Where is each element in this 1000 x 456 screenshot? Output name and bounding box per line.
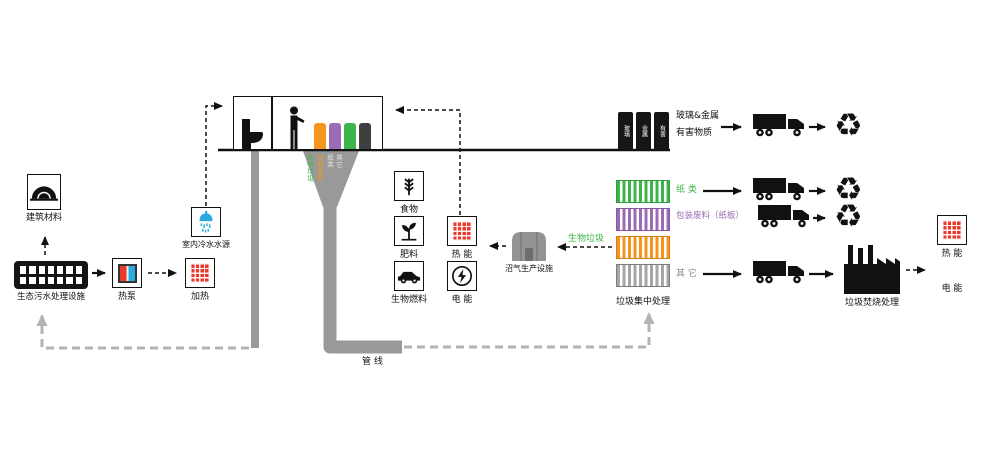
container-other <box>616 264 670 287</box>
pipeline-label: 管 线 <box>362 357 383 367</box>
fertilizer-label: 肥料 <box>399 250 418 260</box>
sewage-plant-icon <box>14 261 88 289</box>
chute-label-other: 其它 <box>334 154 343 168</box>
building-materials-icon-box <box>27 174 61 210</box>
packaging-label: 包装废料（纸板） <box>676 211 745 221</box>
dome-icon <box>30 185 58 201</box>
truck-icon <box>753 261 804 284</box>
recycle-icon: ♻ <box>834 197 863 235</box>
glass-bin-text: 玻璃 <box>622 124 630 137</box>
incineration-label: 垃圾焚烧处理 <box>844 298 899 308</box>
container-paper <box>616 180 670 203</box>
trash-bin-orange <box>314 123 326 149</box>
factory-icon <box>844 245 900 294</box>
paper-label: 纸 类 <box>676 185 697 195</box>
bio-waste-flow-label: 生物垃圾 <box>568 234 605 244</box>
biofuel-label: 生物燃料 <box>390 295 427 305</box>
radiator-icon <box>190 263 210 283</box>
truck-icon <box>753 114 804 137</box>
heat-energy-label: 热 能 <box>451 250 473 260</box>
biogas-plant-label: 沼气生产设施 <box>505 264 553 273</box>
coldwater-to-house-flow <box>205 102 223 206</box>
cold-water-label: 室内冷水水源 <box>182 240 230 249</box>
house-divider <box>271 97 273 149</box>
shower-icon <box>199 211 213 233</box>
fertilizer-icon-box <box>394 216 424 246</box>
chute-label-paper: 纸类 <box>325 154 334 168</box>
hazard-bin-text: 有害 <box>658 124 666 137</box>
pipe-to-collection <box>404 312 655 349</box>
collection-label: 垃圾集中处理 <box>615 297 670 307</box>
food-icon-box <box>394 171 424 201</box>
output-electric-label: 电 能 <box>941 284 963 294</box>
heating-icon-box <box>185 258 215 288</box>
container-biowaste <box>616 236 670 259</box>
glass-bin: 玻璃 <box>618 112 633 149</box>
chute-label-biowaste: 生物垃圾 <box>305 154 314 182</box>
trash-bin-gray <box>359 123 371 149</box>
radiator-icon <box>452 221 472 241</box>
trash-bin-green <box>344 123 356 149</box>
other-label: 其 它 <box>676 269 697 279</box>
heat-pump-icon <box>117 263 137 283</box>
output-heat-icon-box <box>937 215 967 245</box>
hazard-bin: 有害 <box>654 112 669 149</box>
pipes <box>36 150 655 354</box>
metal-bin-text: 金属 <box>640 124 648 137</box>
glass-metal-label: 玻璃&金属 <box>676 111 720 121</box>
sprout-icon <box>401 222 417 241</box>
biogas-plant-icon <box>512 232 546 261</box>
biofuel-icon-box <box>394 261 424 291</box>
toilet-icon <box>242 119 263 149</box>
recycle-icon: ♻ <box>834 106 863 144</box>
metal-bin: 金属 <box>636 112 651 149</box>
container-packaging <box>616 208 670 231</box>
trash-bin-purple <box>329 123 341 149</box>
heat-pump-icon-box <box>112 258 142 288</box>
lightning-icon <box>452 266 472 286</box>
car-icon <box>397 271 421 284</box>
cold-water-icon-box <box>191 207 221 237</box>
food-label: 食物 <box>399 205 418 215</box>
hazardous-label: 有害物质 <box>676 128 713 138</box>
sewage-plant-label: 生态污水处理设施 <box>16 292 85 302</box>
wheat-icon <box>404 178 414 196</box>
chute-label-packaging: 包装废料 <box>315 154 324 182</box>
building-materials-label: 建筑材料 <box>25 213 62 223</box>
electric-energy-icon-box <box>447 261 477 291</box>
recycle-icon: ♻ <box>834 170 863 208</box>
heating-label: 加热 <box>190 292 209 302</box>
pipe-to-sewage-plant <box>36 314 249 350</box>
truck-icon <box>753 178 804 201</box>
heat-energy-icon-box <box>447 216 477 246</box>
person-icon <box>290 106 305 149</box>
radiator-icon <box>942 220 962 240</box>
electric-energy-label: 电 能 <box>451 295 473 305</box>
truck-icon <box>758 205 809 228</box>
heat-pump-label: 热泵 <box>117 292 136 302</box>
output-heat-label: 热 能 <box>941 249 963 259</box>
